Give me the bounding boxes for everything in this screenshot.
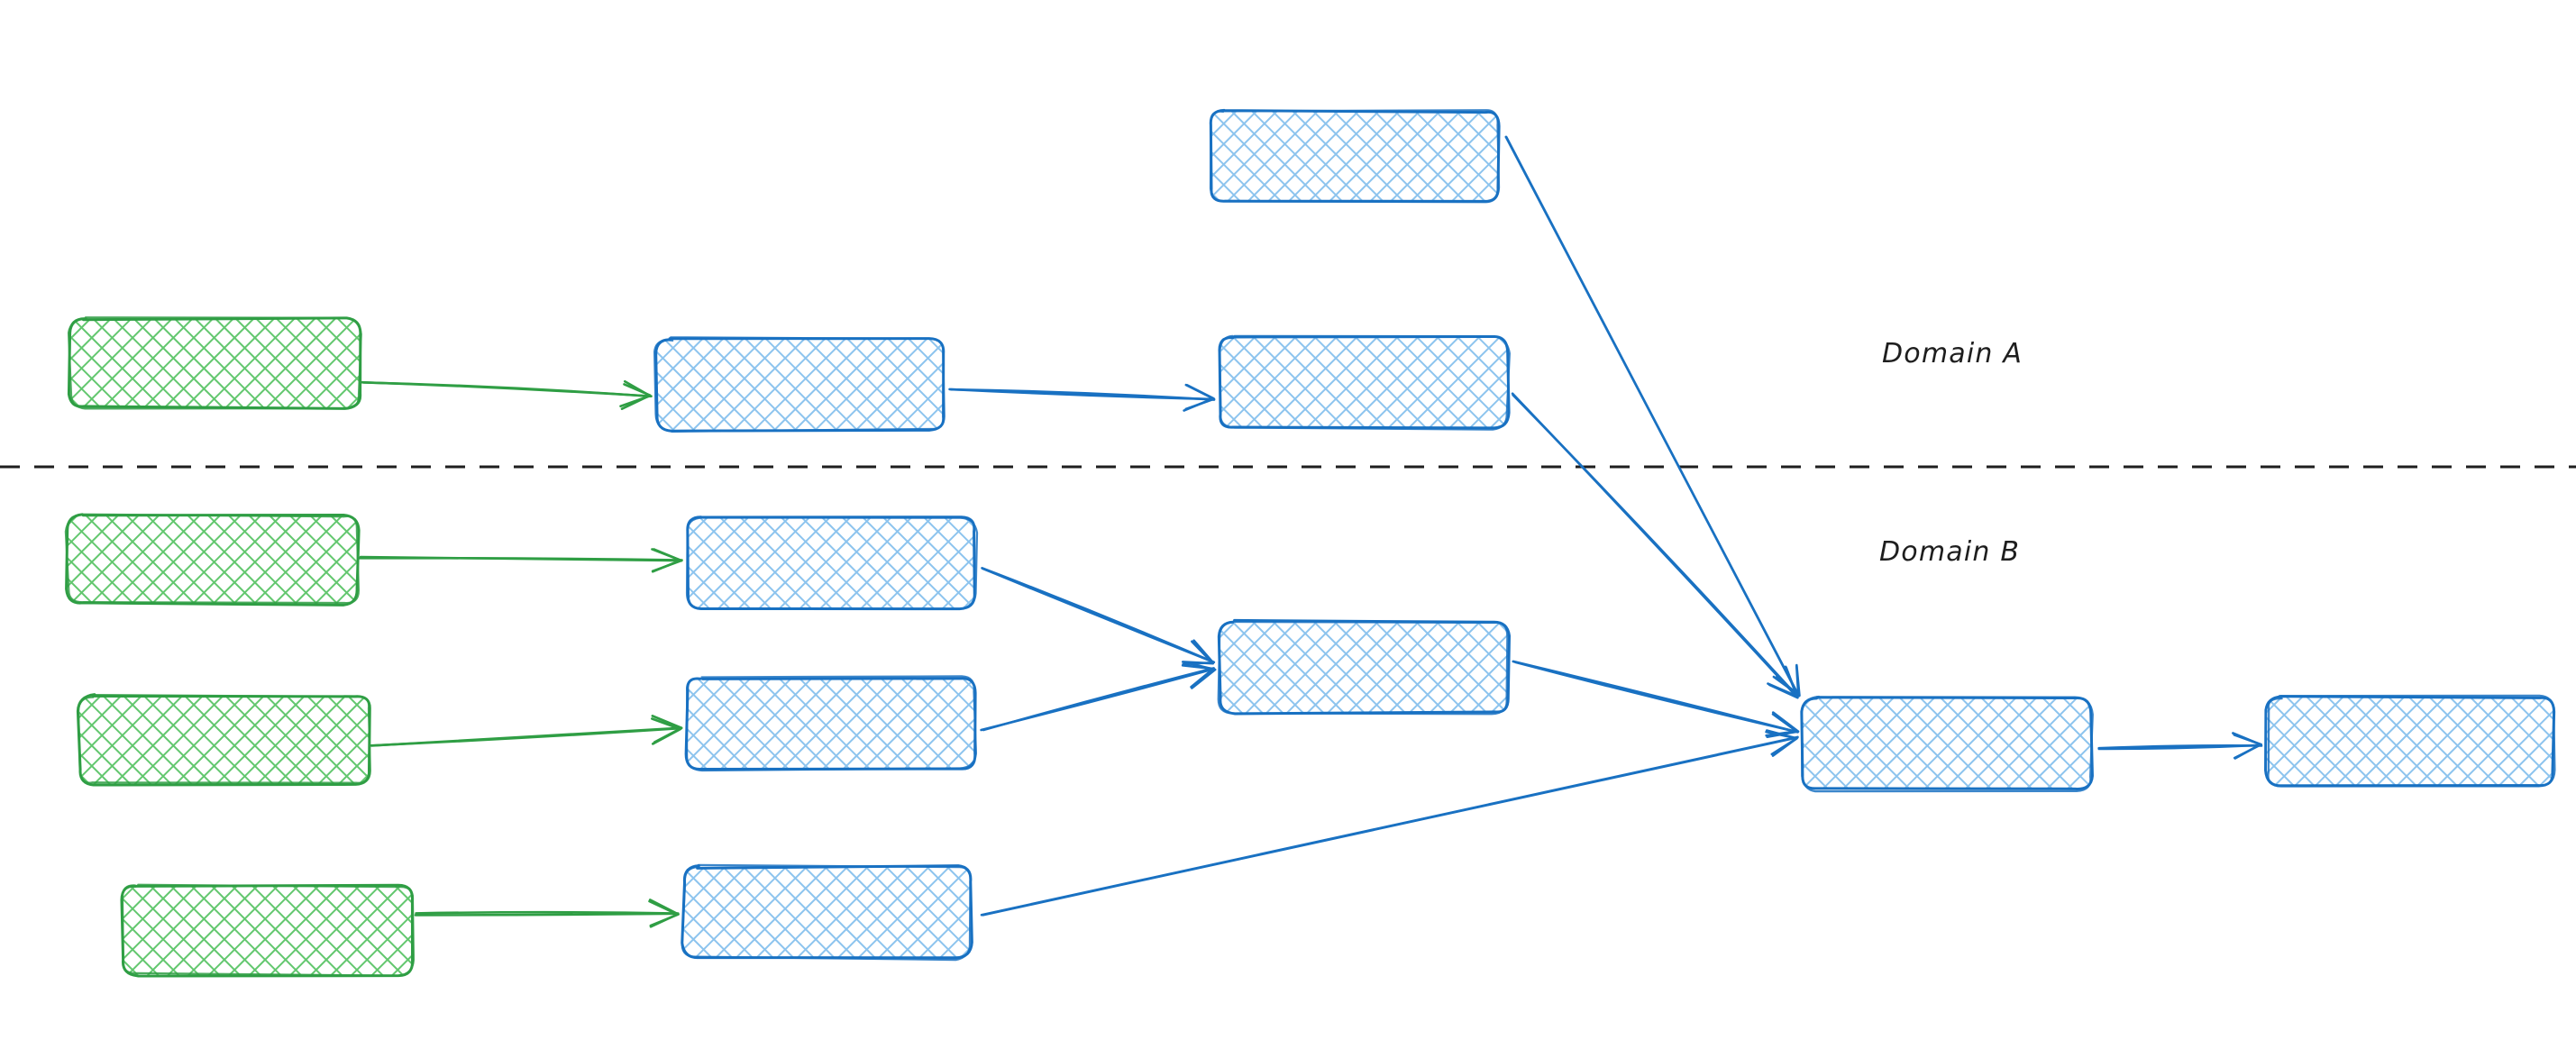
- node-fill: [123, 885, 413, 975]
- nodes-layer: [64, 108, 2556, 978]
- node-fill: [2267, 697, 2553, 786]
- node-n12[interactable]: [1800, 695, 2094, 793]
- node-n8[interactable]: [681, 863, 973, 962]
- edge-e10: [1512, 660, 1800, 739]
- node-outline-2: [121, 883, 416, 977]
- node-n11[interactable]: [1217, 618, 1512, 716]
- edge-line: [980, 735, 1799, 917]
- node-fill: [1219, 337, 1508, 428]
- node-n5[interactable]: [653, 336, 945, 433]
- edge-e11: [980, 729, 1799, 917]
- edge-e4: [414, 898, 680, 928]
- edge-e2: [358, 548, 683, 573]
- arrowhead-icon: [651, 715, 683, 743]
- node-fill: [79, 696, 370, 784]
- domain-b-label: Domain B: [1879, 536, 2021, 568]
- edge-e7: [980, 661, 1217, 732]
- node-fill: [687, 517, 975, 608]
- edge-line: [359, 555, 683, 562]
- node-fill: [683, 867, 972, 958]
- edge-line: [981, 566, 1216, 664]
- node-outline-2: [78, 693, 371, 784]
- edge-e8: [1504, 135, 1801, 698]
- arrowhead-icon: [648, 899, 679, 928]
- node-fill: [1219, 622, 1508, 713]
- node-outline-2: [1219, 334, 1511, 431]
- node-fill: [1803, 698, 2091, 789]
- edge-e9: [1511, 392, 1799, 699]
- edge-e12: [2097, 732, 2263, 760]
- edge-line: [2097, 743, 2262, 751]
- edge-line: [982, 667, 1215, 732]
- node-fill: [68, 515, 358, 604]
- node-outline-2: [686, 675, 978, 772]
- node-n6[interactable]: [685, 515, 979, 611]
- edge-line: [414, 912, 680, 917]
- node-outline-2: [681, 863, 972, 962]
- arrowhead-icon: [1183, 661, 1217, 689]
- node-outline-2: [653, 336, 945, 433]
- node-outline-2: [2267, 694, 2556, 787]
- node-outline-2: [67, 316, 362, 410]
- edge-line: [1514, 661, 1799, 734]
- arrowhead-icon: [1765, 730, 1798, 757]
- node-n2[interactable]: [64, 513, 361, 607]
- edge-line: [1504, 135, 1800, 698]
- node-outline-2: [1217, 620, 1509, 716]
- node-n1[interactable]: [67, 316, 362, 410]
- node-n7[interactable]: [684, 675, 978, 772]
- node-fill: [687, 678, 975, 769]
- node-outline-2: [685, 516, 979, 610]
- node-fill: [70, 319, 361, 407]
- node-n10[interactable]: [1218, 334, 1511, 431]
- node-fill: [656, 339, 945, 430]
- node-n3[interactable]: [76, 693, 371, 787]
- node-n9[interactable]: [1209, 108, 1501, 204]
- node-fill: [1210, 111, 1499, 202]
- edge-line: [415, 910, 680, 915]
- domain-a-label: Domain A: [1882, 338, 2023, 369]
- edge-e5: [948, 383, 1216, 412]
- edge-line: [361, 381, 653, 398]
- arrowhead-icon: [1768, 666, 1799, 699]
- edge-e3: [369, 715, 683, 747]
- edge-line: [369, 726, 683, 747]
- node-n13[interactable]: [2264, 694, 2556, 788]
- arrowhead-icon: [619, 379, 652, 408]
- node-outline-2: [1209, 109, 1501, 204]
- edges-layer: [358, 135, 2263, 928]
- edge-line: [948, 388, 1215, 401]
- arrowhead-icon: [2233, 734, 2263, 760]
- node-outline-2: [64, 513, 361, 605]
- edge-e1: [360, 379, 653, 410]
- arrowhead-icon: [651, 548, 682, 573]
- arrowhead-icon: [1183, 384, 1215, 412]
- edge-line: [1512, 394, 1799, 698]
- edge-e6: [981, 566, 1216, 666]
- node-n4[interactable]: [120, 883, 416, 978]
- node-outline-2: [1800, 695, 2094, 793]
